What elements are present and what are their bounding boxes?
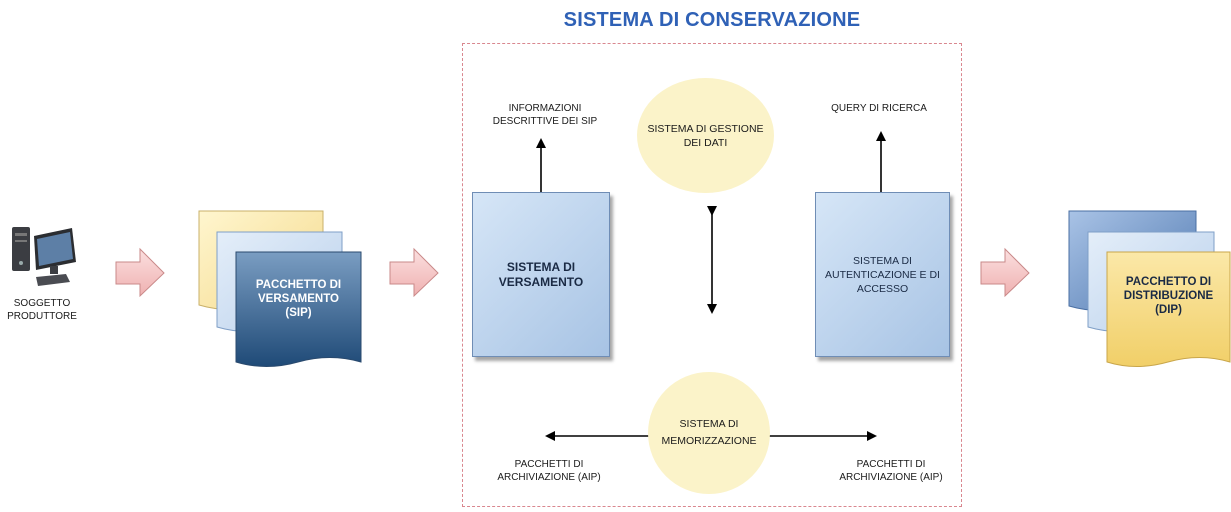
ingest-system-box: SISTEMA DI VERSAMENTO: [472, 192, 610, 357]
data-mgmt-line2: DEI DATI: [683, 136, 728, 149]
query-label: QUERY DI RICERCA: [831, 103, 927, 114]
data-mgmt-line1: SISTEMA DI GESTIONE: [647, 122, 764, 135]
producer-label-line1: SOGGETTO: [13, 298, 71, 309]
dip-document-stack: [1068, 210, 1231, 367]
sip-info-line1: INFORMAZIONI: [508, 103, 582, 114]
sip-package-label: PACCHETTO DI VERSAMENTO (SIP): [236, 278, 361, 320]
flow-arrow-icon: [980, 247, 1030, 298]
dip-package-line3: (DIP): [1155, 304, 1182, 316]
aip-right-line1: PACCHETTI DI: [856, 459, 926, 470]
aip-left-line2: ARCHIVIAZIONE (AIP): [497, 472, 601, 483]
ingest-box-line1: SISTEMA DI: [506, 259, 576, 274]
producer-label-line2: PRODUTTORE: [7, 311, 77, 322]
access-box-line2: AUTENTICAZIONE E DI: [825, 268, 940, 281]
producer-label: SOGGETTO PRODUTTORE: [6, 297, 78, 323]
storage-line1: SISTEMA DI: [679, 418, 739, 430]
data-management-circle: SISTEMA DI GESTIONE DEI DATI: [637, 78, 774, 193]
sip-info-label: INFORMAZIONI DESCRITTIVE DEI SIP: [476, 102, 614, 128]
dip-package-label: PACCHETTO DI DISTRIBUZIONE (DIP): [1107, 275, 1230, 317]
diagram-title: SISTEMA DI CONSERVAZIONE: [563, 9, 861, 31]
flow-arrow-icon: [115, 247, 165, 298]
sip-document-stack: [198, 210, 362, 367]
dip-package-line1: PACCHETTO DI: [1125, 276, 1212, 288]
access-system-box: SISTEMA DI AUTENTICAZIONE E DI ACCESSO: [815, 192, 950, 357]
conservation-system-frame: [462, 43, 962, 507]
sip-package-line3: (SIP): [285, 307, 312, 319]
sip-package-line2: VERSAMENTO: [258, 293, 339, 305]
flow-arrow-icon: [389, 247, 439, 298]
computer-workstation-icon: [12, 227, 76, 286]
aip-right-label: PACCHETTI DI ARCHIVIAZIONE (AIP): [825, 458, 957, 484]
storage-line2: MEMORIZZAZIONE: [661, 435, 757, 447]
access-box-line1: SISTEMA DI: [853, 254, 912, 267]
aip-left-label: PACCHETTI DI ARCHIVIAZIONE (AIP): [484, 458, 614, 484]
aip-left-line1: PACCHETTI DI: [514, 459, 584, 470]
storage-circle: SISTEMA DI MEMORIZZAZIONE: [648, 372, 770, 494]
dip-package-line2: DISTRIBUZIONE: [1123, 290, 1214, 302]
sip-info-line2: DESCRITTIVE DEI SIP: [492, 116, 598, 127]
aip-right-line2: ARCHIVIAZIONE (AIP): [839, 472, 943, 483]
ingest-box-line2: VERSAMENTO: [498, 274, 584, 289]
access-box-line3: ACCESSO: [856, 282, 909, 295]
sip-package-line1: PACCHETTO DI: [255, 279, 342, 291]
